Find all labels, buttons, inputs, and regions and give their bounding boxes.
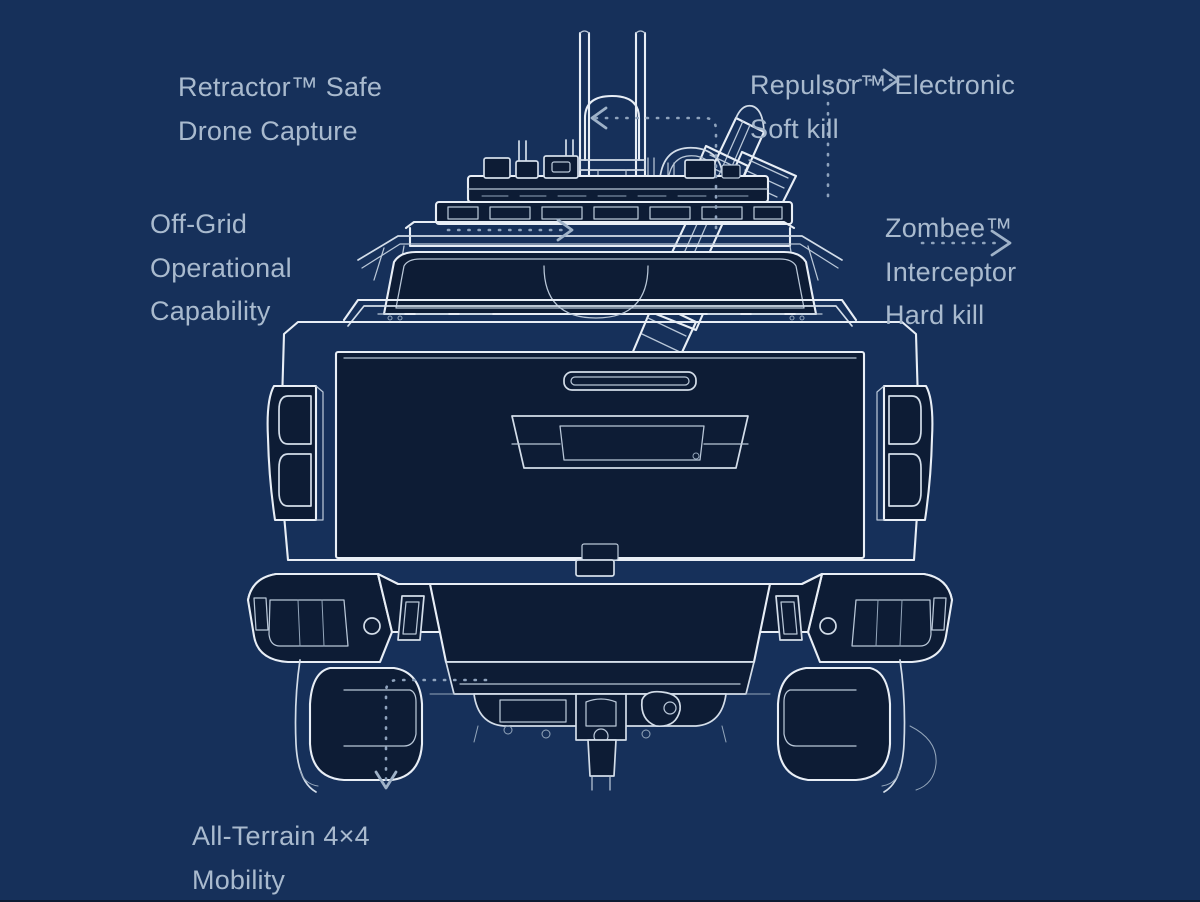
callout-repulsor: Repulsor™ Electronic Soft kill <box>750 64 1015 151</box>
truck-bed-top <box>342 298 858 327</box>
callout-zombee-line-2: Interceptor <box>885 256 1017 287</box>
callout-retractor-line-1: Retractor™ Safe <box>178 72 383 102</box>
wheel-right <box>776 659 937 793</box>
callout-allterrain: All‑Terrain 4×4 Mobility <box>192 815 370 902</box>
callout-zombee-line-1: Zombee™ <box>885 213 1013 243</box>
callout-retractor-line-2: Drone Capture <box>178 115 358 146</box>
callout-retractor: Retractor™ Safe Drone Capture <box>178 66 382 153</box>
callout-repulsor-line-2: Soft kill <box>750 113 839 144</box>
antenna-mast-right <box>634 30 647 182</box>
rear-window <box>382 250 818 319</box>
vehicle-illustration <box>148 0 1052 900</box>
letterbox-left <box>0 0 148 900</box>
callout-allterrain-line-2: Mobility <box>192 864 286 895</box>
tow-hitch <box>473 690 727 791</box>
letterbox-right <box>1052 0 1200 900</box>
roof-rack <box>466 155 770 204</box>
blueprint-canvas <box>148 0 1052 900</box>
callout-allterrain-line-1: All‑Terrain 4×4 <box>192 821 370 851</box>
callout-zombee: Zombee™ Interceptor Hard kill <box>885 207 1016 338</box>
wheel-left <box>294 659 424 793</box>
callout-offgrid-line-2: Operational <box>150 252 292 283</box>
taillight-left <box>266 384 324 522</box>
taillight-right <box>876 384 934 522</box>
callout-zombee-line-3: Hard kill <box>885 300 985 331</box>
antenna-mast-left <box>578 30 591 184</box>
roof-light-bar <box>434 200 794 226</box>
rear-bumper <box>246 559 954 695</box>
vehicle-line-art-svg <box>246 30 954 793</box>
callout-offgrid-line-1: Off‑Grid <box>150 209 248 239</box>
callout-offgrid-line-3: Capability <box>150 296 271 327</box>
callout-repulsor-line-1: Repulsor™ Electronic <box>750 70 1016 100</box>
cab-roof <box>357 220 843 283</box>
callout-offgrid: Off‑Grid Operational Capability <box>150 203 292 334</box>
tailgate <box>278 320 922 562</box>
